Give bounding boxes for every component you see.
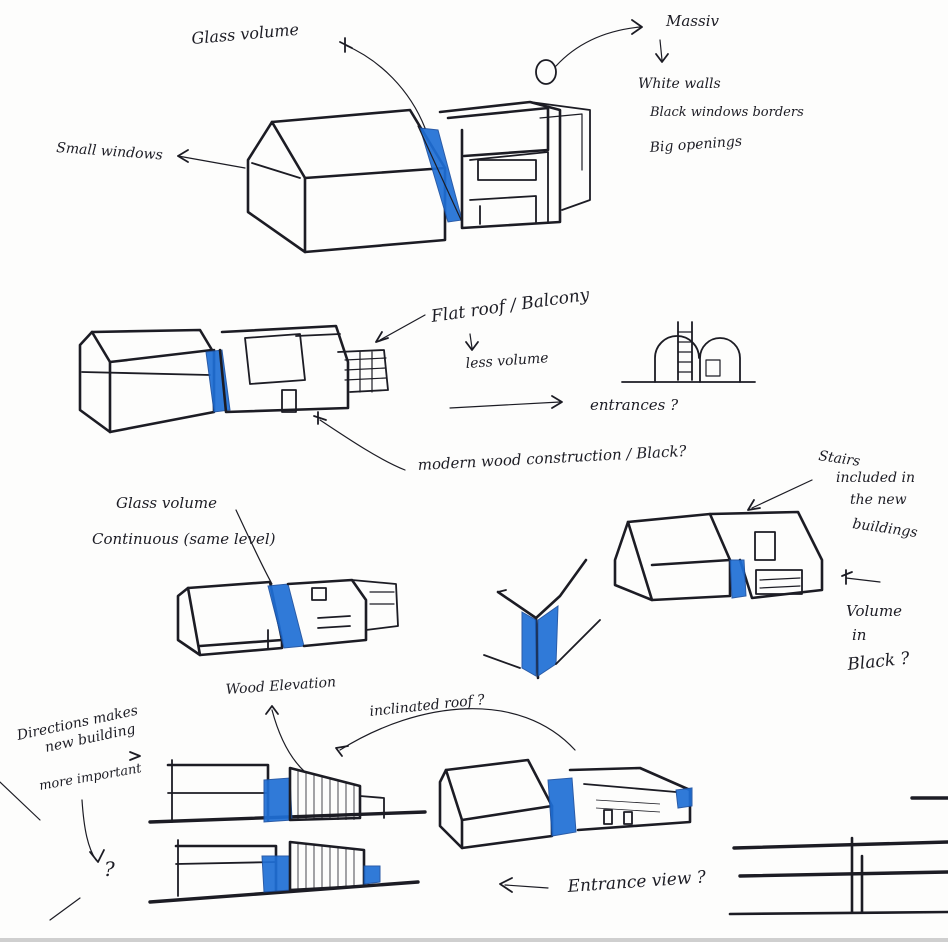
note-black-windows-borders: Black windows borders <box>649 105 804 120</box>
glass-volume-8 <box>547 777 577 837</box>
note-glass-volume-top: Glass volume <box>191 20 300 48</box>
note-wood-elevation: Wood Elevation <box>225 674 336 698</box>
note-inclinated-roof: inclinated roof ? <box>369 692 486 720</box>
sketch-5-corner <box>483 558 601 680</box>
sketch-3-perspective <box>613 510 824 602</box>
note-question-mark: ? <box>104 857 115 881</box>
note-continuous: Continuous (same level) <box>92 530 276 548</box>
glass-volume-3 <box>729 559 747 599</box>
annotation-arrows <box>0 19 881 921</box>
sketch-6-elevation-bottom <box>148 839 420 904</box>
note-stairs-line-4: buildings <box>851 516 918 541</box>
note-entrances: entrances ? <box>590 396 679 414</box>
sketch-6-elevation-top <box>148 759 427 824</box>
sketch-8-lines <box>728 796 948 916</box>
note-less-volume: less volume <box>465 350 549 372</box>
note-stairs-line-3: the new <box>850 492 907 508</box>
sketch-7-perspective <box>438 758 693 850</box>
note-stairs-line-1: Stairs <box>817 448 861 470</box>
note-glass-volume-mid: Glass volume <box>116 494 217 512</box>
note-massiv: Massiv <box>665 12 719 30</box>
glass-volume-4 <box>267 583 305 649</box>
sketch-1-perspective <box>246 100 591 254</box>
entrance-symbol <box>621 321 756 383</box>
note-volume-black-2: in <box>852 626 866 644</box>
note-volume-black-1: Volume <box>846 602 902 620</box>
glass-volume-6 <box>263 777 293 823</box>
glass-volume-7 <box>261 855 291 893</box>
sketch-2-perspective <box>78 324 389 434</box>
note-stairs-line-2: included in <box>836 470 915 486</box>
note-white-walls: White walls <box>638 76 721 92</box>
note-directions-3: more important <box>38 761 143 794</box>
scan-edge <box>0 938 948 942</box>
note-big-openings: Big openings <box>648 134 742 156</box>
note-volume-black-3: Black ? <box>845 648 911 675</box>
note-small-windows: Small windows <box>56 140 164 163</box>
note-entrance-view: Entrance view ? <box>566 867 707 897</box>
sketch-4-perspective <box>176 578 399 657</box>
annotation-notes: Glass volume Massiv White walls Black wi… <box>15 12 919 897</box>
note-flat-roof-balcony: Flat roof / Balcony <box>429 285 591 327</box>
note-modern-wood: modern wood construction / Black? <box>417 442 688 474</box>
glass-volume-5 <box>521 611 537 677</box>
